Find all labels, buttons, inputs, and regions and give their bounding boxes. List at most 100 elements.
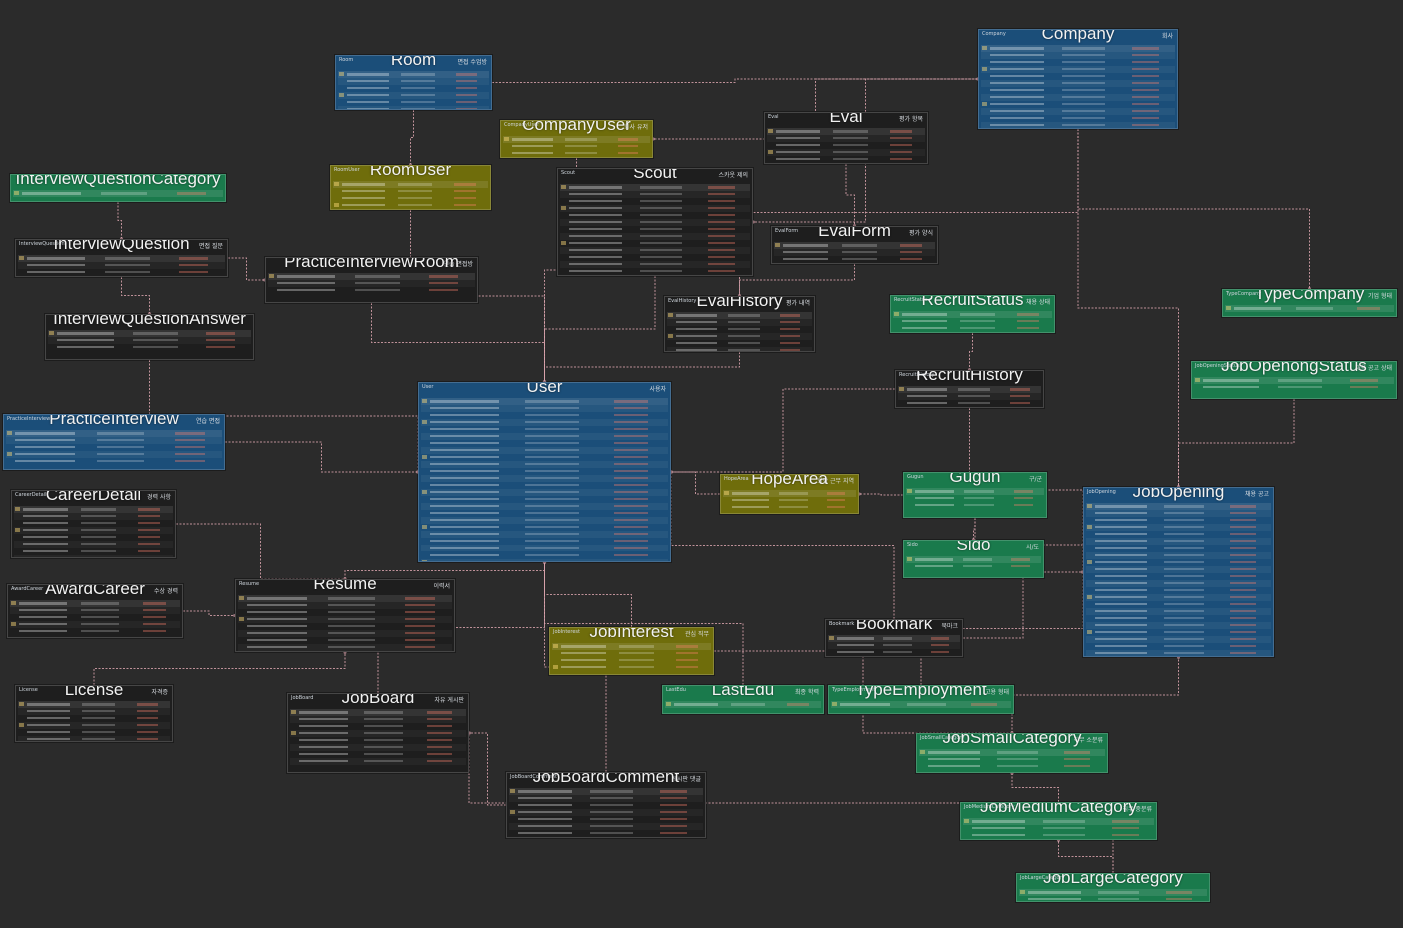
entity-column-row[interactable]: [560, 232, 750, 240]
entity-column-row[interactable]: [919, 749, 1105, 756]
entity-column-row[interactable]: [333, 188, 488, 195]
entity-column-row[interactable]: [560, 254, 750, 261]
entity-column-row[interactable]: [421, 510, 668, 517]
entity-column-row[interactable]: [1086, 587, 1271, 594]
relation-line-license-resume[interactable]: [93, 652, 346, 685]
entity-column-row[interactable]: [509, 816, 703, 823]
entity-column-row[interactable]: [1194, 377, 1394, 384]
entity-column-row[interactable]: [665, 701, 821, 708]
entity-column-row[interactable]: [421, 558, 668, 561]
entity-column-row[interactable]: [560, 198, 750, 205]
entity-column-row[interactable]: [10, 606, 180, 614]
entity-column-row[interactable]: [18, 735, 170, 741]
relation-line-iqcategory-interviewquestion[interactable]: [117, 202, 122, 239]
relation-line-practiceroom-user[interactable]: [371, 303, 545, 382]
entity-column-row[interactable]: [421, 426, 668, 433]
relation-line-jobmediumcategory-jobsmallcategory[interactable]: [1011, 773, 1059, 802]
entity-column-row[interactable]: [421, 530, 668, 538]
entity-column-row[interactable]: [981, 121, 1175, 128]
entity-header[interactable]: InterviewQuestionCategory: [11, 175, 225, 190]
entity-column-row[interactable]: [981, 93, 1175, 101]
entity-column-row[interactable]: [919, 763, 1105, 770]
entity-column-row[interactable]: [1086, 517, 1271, 524]
relation-line-jobsmallcategory-jobopening[interactable]: [1011, 657, 1179, 733]
entity-header[interactable]: InterviewQuestionAnswer: [46, 315, 253, 330]
entity-column-row[interactable]: [421, 454, 668, 461]
entity-column-row[interactable]: [723, 497, 856, 504]
entity-column-row[interactable]: [1086, 621, 1271, 629]
entity-column-row[interactable]: [828, 635, 960, 642]
entity-column-row[interactable]: [421, 496, 668, 503]
entity-column-row[interactable]: [14, 520, 173, 527]
entity-column-row[interactable]: [509, 822, 703, 830]
entity-column-row[interactable]: [552, 657, 711, 664]
relation-line-scout-user[interactable]: [544, 276, 656, 382]
entity-column-row[interactable]: [963, 825, 1154, 832]
entity-column-row[interactable]: [503, 143, 650, 150]
entity-column-row[interactable]: [421, 418, 668, 426]
relation-line-practiceinterview-user[interactable]: [225, 441, 418, 473]
entity-column-row[interactable]: [1086, 615, 1271, 622]
entity-column-row[interactable]: [238, 595, 452, 602]
entity-column-row[interactable]: [18, 729, 170, 736]
entity-column-row[interactable]: [333, 202, 488, 209]
entity-column-row[interactable]: [723, 504, 856, 511]
entity-column-row[interactable]: [421, 516, 668, 524]
entity-column-row[interactable]: [906, 563, 1041, 570]
relation-line-room-roomuser[interactable]: [410, 110, 414, 165]
entity-column-row[interactable]: [290, 757, 466, 765]
entity-column-row[interactable]: [767, 134, 925, 142]
relation-line-room-company[interactable]: [492, 78, 978, 83]
entity-column-row[interactable]: [509, 830, 703, 837]
entity-column-row[interactable]: [238, 609, 452, 616]
entity-column-row[interactable]: [421, 412, 668, 419]
entity-column-row[interactable]: [560, 226, 750, 233]
entity-column-row[interactable]: [421, 552, 668, 559]
entity-column-row[interactable]: [238, 601, 452, 609]
entity-column-row[interactable]: [48, 336, 251, 344]
entity-column-row[interactable]: [421, 446, 668, 454]
relation-line-interviewquestion-iqanswer[interactable]: [121, 277, 150, 314]
entity-column-row[interactable]: [963, 832, 1154, 839]
entity-column-row[interactable]: [421, 482, 668, 489]
entity-column-row[interactable]: [898, 386, 1041, 393]
entity-column-row[interactable]: [48, 344, 251, 351]
entity-column-row[interactable]: [421, 502, 668, 510]
entity-column-row[interactable]: [509, 788, 703, 795]
entity-column-row[interactable]: [14, 506, 173, 513]
relation-line-recruithistory-user[interactable]: [671, 388, 895, 473]
entity-column-row[interactable]: [1086, 531, 1271, 538]
entity-column-row[interactable]: [981, 107, 1175, 115]
entity-column-row[interactable]: [290, 743, 466, 751]
entity-column-row[interactable]: [6, 450, 222, 458]
entity-column-row[interactable]: [906, 502, 1044, 509]
relation-line-bookmark-jobopening[interactable]: [963, 571, 1083, 639]
entity-column-row[interactable]: [290, 729, 466, 737]
entity-column-row[interactable]: [14, 540, 173, 548]
